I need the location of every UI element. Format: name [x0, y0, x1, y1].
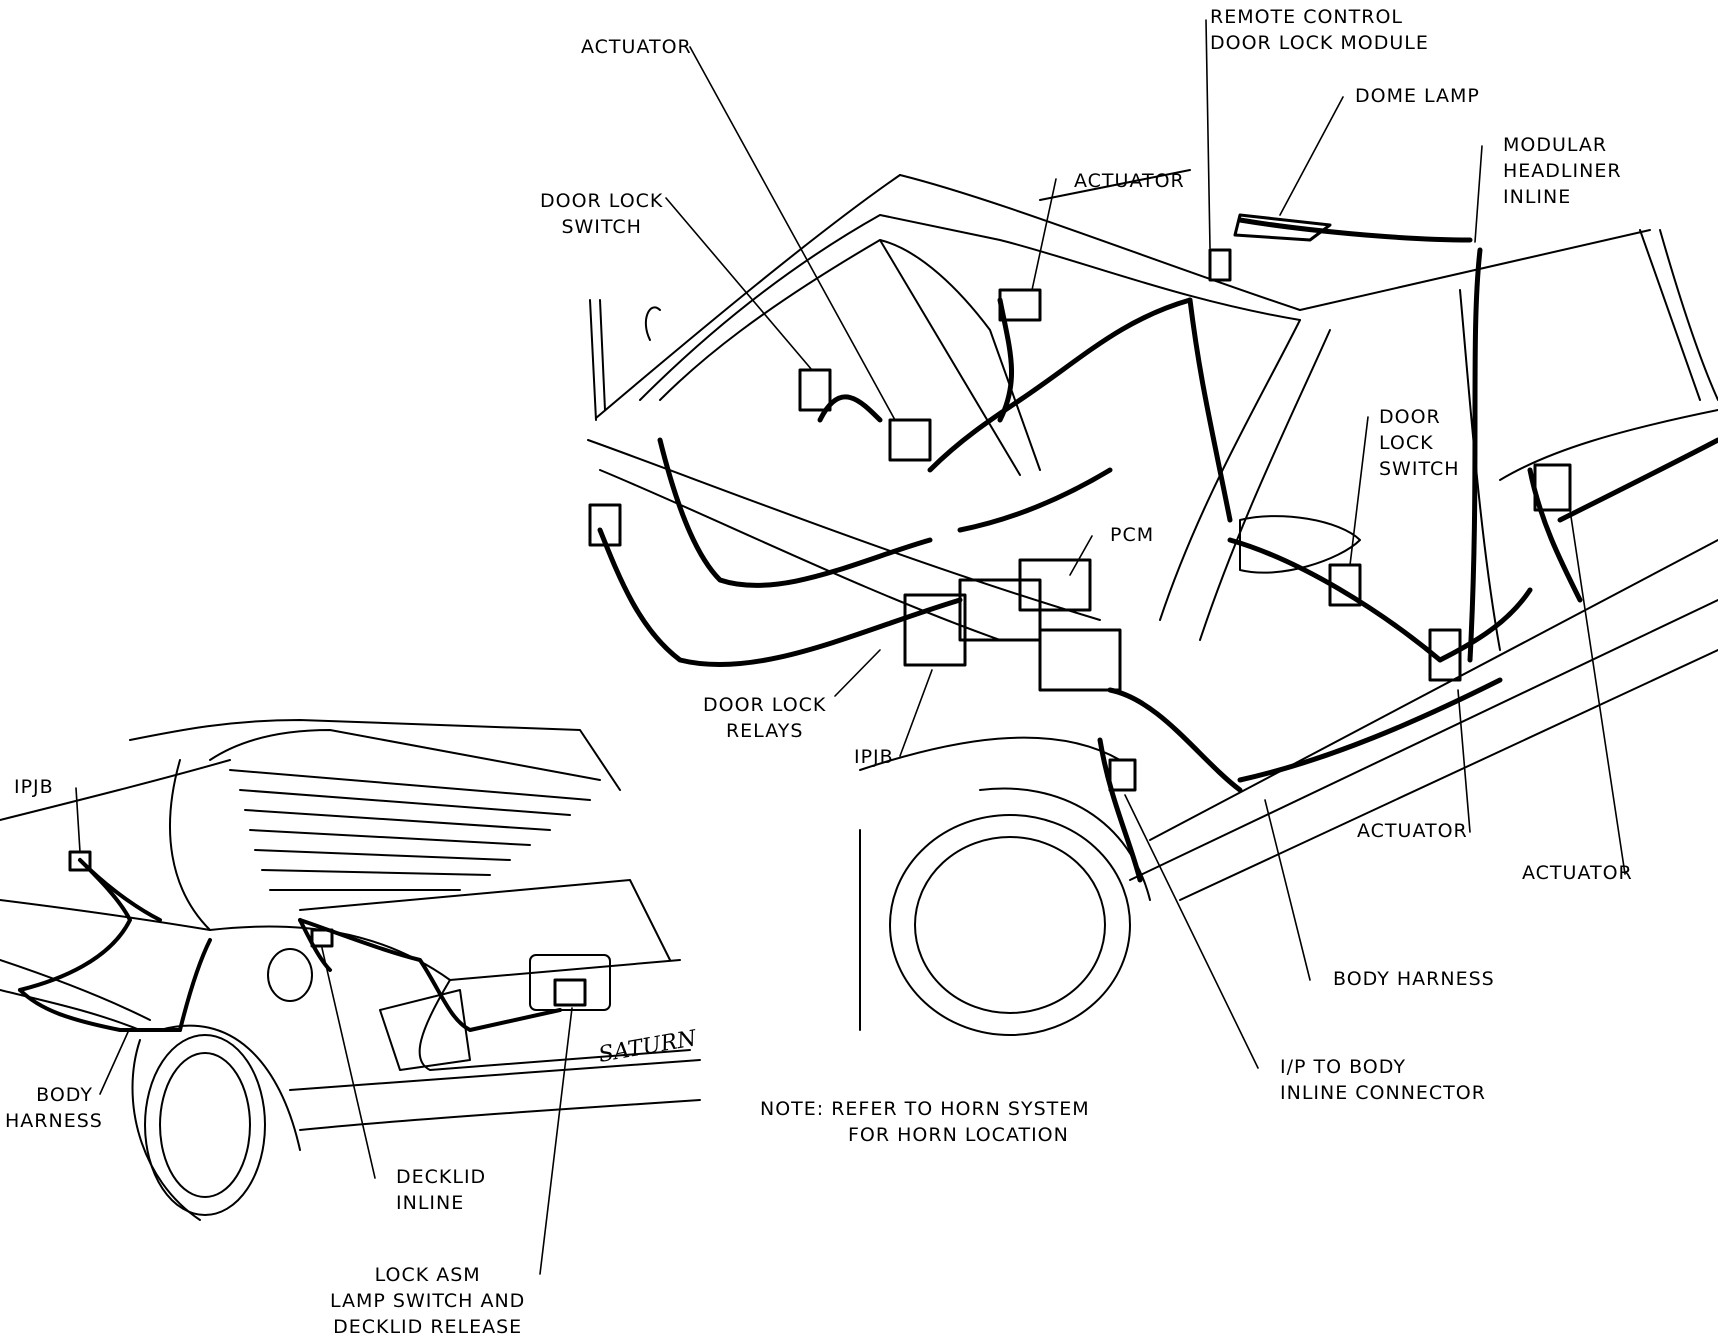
label-pcm: PCM	[1110, 522, 1154, 548]
note-horn-location: NOTE: REFER TO HORN SYSTEM FOR HORN LOCAT…	[760, 1096, 1090, 1148]
label-remote-control-door-lock-module-line-1: REMOTE CONTROL	[1210, 6, 1403, 28]
leader-modular-headliner	[1474, 145, 1483, 243]
label-modular-headliner-inline-line-2: HEADLINER	[1503, 160, 1622, 182]
label-pcm-line-1: PCM	[1110, 524, 1155, 546]
actuator-left	[888, 418, 932, 462]
label-door-lock-switch-left: DOOR LOCK SWITCH	[540, 188, 663, 240]
label-lock-asm-line-1: LOCK ASM	[374, 1264, 481, 1286]
label-lock-asm: LOCK ASM LAMP SWITCH AND DECKLID RELEASE	[330, 1262, 525, 1340]
leader-lock-asm	[539, 1007, 573, 1275]
label-door-lock-switch-right-line-3: SWITCH	[1379, 458, 1460, 480]
door-lock-switch-right	[1328, 563, 1362, 607]
label-lock-asm-line-3: DECKLID RELEASE	[333, 1316, 523, 1338]
front-harness-wiring	[597, 217, 1718, 883]
label-door-lock-relays-line-1: DOOR LOCK	[703, 694, 827, 716]
decklid-inline-connector	[310, 928, 334, 948]
label-body-harness-rear-line-2: HARNESS	[5, 1110, 103, 1132]
leader-lines	[75, 19, 1626, 1275]
rear-harness-wiring	[18, 858, 562, 1032]
leader-door-lock-switch-left	[665, 197, 813, 371]
label-lock-asm-line-2: LAMP SWITCH AND	[330, 1290, 526, 1312]
label-ipjb-rear: IPJB	[14, 774, 54, 800]
label-decklid-inline-line-1: DECKLID	[396, 1166, 487, 1188]
actuator-right	[1428, 628, 1462, 682]
actuator-upper	[998, 288, 1042, 322]
label-dome-lamp: DOME LAMP	[1355, 83, 1480, 109]
leader-actuator-top	[689, 46, 896, 421]
front-components	[588, 213, 1572, 792]
label-actuator-right1: ACTUATOR	[1357, 818, 1468, 844]
pcm	[1018, 558, 1092, 612]
relays-box	[903, 593, 967, 667]
leader-door-lock-switch-right	[1349, 416, 1369, 566]
label-modular-headliner-inline: MODULAR HEADLINER INLINE	[1503, 132, 1622, 210]
label-actuator-right2: ACTUATOR	[1522, 860, 1633, 886]
note-horn-location-line-1: NOTE: REFER TO HORN SYSTEM	[760, 1098, 1090, 1120]
door-lock-switch-left	[798, 368, 832, 412]
label-remote-control-door-lock-module: REMOTE CONTROL DOOR LOCK MODULE	[1210, 4, 1429, 56]
label-decklid-inline: DECKLID INLINE	[396, 1164, 486, 1216]
dome-lamp	[1233, 213, 1332, 242]
label-remote-control-door-lock-module-line-2: DOOR LOCK MODULE	[1210, 32, 1429, 54]
label-door-lock-switch-right-line-1: DOOR	[1379, 406, 1441, 428]
leader-ip-to-body	[1124, 794, 1259, 1069]
label-body-harness-front-line-1: BODY HARNESS	[1333, 968, 1495, 990]
leader-body-harness-rear	[99, 1031, 129, 1095]
label-actuator-top-line-1: ACTUATOR	[581, 36, 692, 58]
label-door-lock-switch-left-line-1: DOOR LOCK	[540, 190, 664, 212]
label-dome-lamp-line-1: DOME LAMP	[1355, 85, 1480, 107]
leader-decklid-inline	[321, 947, 376, 1179]
leader-actuator-mid	[1031, 178, 1057, 291]
leader-actuator-right1	[1457, 689, 1471, 833]
remote-module	[1208, 248, 1232, 282]
label-actuator-mid: ACTUATOR	[1074, 168, 1185, 194]
label-modular-headliner-inline-line-3: INLINE	[1503, 186, 1572, 208]
label-door-lock-switch-right: DOOR LOCK SWITCH	[1379, 404, 1460, 482]
front-vehicle-outline	[587, 169, 1718, 1036]
label-door-lock-switch-left-line-2: SWITCH	[561, 216, 642, 238]
inline-connector	[1108, 758, 1137, 792]
ipjb	[1038, 628, 1122, 692]
leader-ipjb-rear	[75, 787, 81, 853]
label-door-lock-relays: DOOR LOCK RELAYS	[703, 692, 826, 744]
rear-components	[68, 850, 587, 1007]
label-ip-to-body-inline-connector: I/P TO BODY INLINE CONNECTOR	[1280, 1054, 1486, 1106]
leader-pcm	[1069, 535, 1093, 576]
label-ip-to-body-inline-connector-line-1: I/P TO BODY	[1280, 1056, 1406, 1078]
label-body-harness-rear: BODY HARNESS	[5, 1082, 103, 1134]
label-body-harness-front: BODY HARNESS	[1333, 966, 1495, 992]
label-door-lock-relays-line-2: RELAYS	[725, 720, 804, 742]
actuator-far-right	[1533, 463, 1572, 512]
label-actuator-right2-line-1: ACTUATOR	[1522, 862, 1633, 884]
label-ipjb-front-line-1: IPJB	[854, 746, 894, 768]
label-actuator-top: ACTUATOR	[581, 34, 692, 60]
leader-dome-lamp	[1279, 96, 1344, 216]
lock-assembly	[553, 978, 587, 1007]
leader-ipjb-front	[899, 669, 933, 757]
label-ipjb-front: IPJB	[854, 744, 894, 770]
leader-body-harness-front	[1264, 799, 1311, 981]
label-ipjb-rear-line-1: IPJB	[14, 776, 54, 798]
label-modular-headliner-inline-line-1: MODULAR	[1503, 134, 1608, 156]
label-actuator-mid-line-1: ACTUATOR	[1074, 170, 1185, 192]
label-ip-to-body-inline-connector-line-2: INLINE CONNECTOR	[1280, 1082, 1486, 1104]
leader-remote-module	[1205, 19, 1211, 249]
leader-actuator-right2	[1569, 509, 1626, 875]
rear-vehicle-outline	[0, 719, 701, 1221]
label-body-harness-rear-line-1: BODY	[36, 1084, 93, 1106]
label-door-lock-switch-right-line-2: LOCK	[1379, 432, 1434, 454]
leader-door-lock-relays	[834, 649, 881, 697]
label-actuator-right1-line-1: ACTUATOR	[1357, 820, 1468, 842]
note-horn-location-line-2: FOR HORN LOCATION	[848, 1124, 1069, 1146]
label-decklid-inline-line-2: INLINE	[396, 1192, 465, 1214]
